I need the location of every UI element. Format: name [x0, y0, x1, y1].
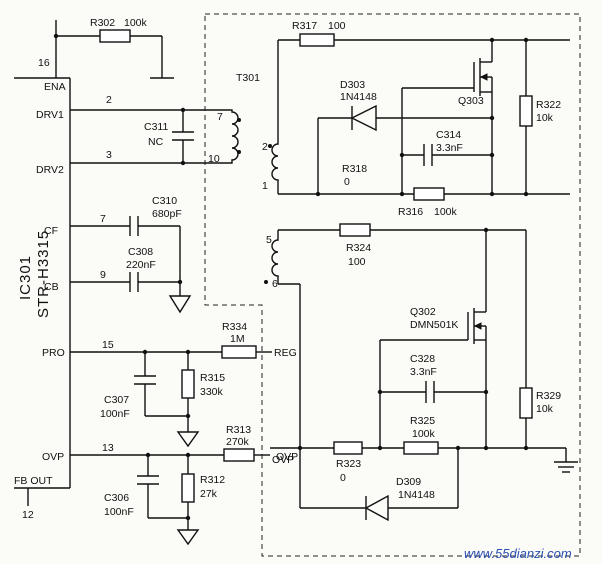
r315-val: 330k	[200, 386, 224, 398]
c308-ref: C308	[128, 246, 153, 258]
c314-ref: C314	[436, 129, 461, 141]
pin-drv1-label: DRV1	[36, 109, 64, 121]
r323-val: 0	[340, 472, 346, 484]
winding-pin-10: 10	[208, 153, 220, 165]
secondary-winding-lower	[271, 230, 279, 284]
cf-cb-net: 7 CF 9 CB C310 680pF C308 220nF	[44, 195, 192, 314]
lower-secondary: 5 6 R324 100 OVP R323 0 R325 100k	[264, 223, 578, 522]
r313-ref: R313	[226, 424, 251, 436]
r312-val: 27k	[200, 488, 218, 500]
pin-drv1-num: 2	[106, 94, 112, 106]
c307-ref: C307	[104, 394, 129, 406]
r313-val: 270k	[226, 436, 250, 448]
c328-ref: C328	[410, 353, 435, 365]
fb-net: FB OUT 12	[14, 475, 53, 521]
pin-drv2-num: 3	[106, 149, 112, 161]
d309-val: 1N4148	[398, 489, 435, 501]
r322-val: 10k	[536, 112, 554, 124]
r318-ref: R318	[342, 163, 367, 175]
pin-drv2-label: DRV2	[36, 164, 64, 176]
d303-val: 1N4148	[340, 91, 377, 103]
pin-cf-num: 7	[100, 213, 106, 225]
c310-val: 680pF	[152, 208, 182, 220]
r317-val: 100	[328, 20, 346, 32]
r322-ref: R322	[536, 99, 561, 111]
winding-pin-7: 7	[217, 111, 223, 123]
r316-ref: R316	[398, 206, 423, 218]
isolation-boundary	[204, 13, 581, 557]
c310-ref: C310	[152, 195, 177, 207]
pin-fb-num: 12	[22, 509, 34, 521]
winding-pin-1: 1	[262, 180, 268, 192]
winding-pin-6: 6	[272, 278, 278, 290]
r334-val: 1M	[230, 333, 245, 345]
c311-val: NC	[148, 136, 164, 148]
c306-val: 100nF	[104, 506, 134, 518]
secondary-winding-upper	[271, 142, 279, 194]
pin-pro-num: 15	[102, 339, 114, 351]
primary-winding	[226, 109, 239, 164]
pin-ovp-label: OVP	[42, 451, 64, 463]
pin-fb-label: FB OUT	[14, 475, 53, 487]
pin-cb-num: 9	[100, 269, 106, 281]
r317-ref: R317	[292, 20, 317, 32]
ic301: IC301 STR-H3315	[14, 77, 71, 489]
r323-ref: R323	[336, 458, 361, 470]
r324-val: 100	[348, 256, 366, 268]
c311-ref: C311	[144, 121, 168, 133]
pin-cb-label: CB	[44, 281, 59, 293]
q303-ref: Q303	[458, 95, 484, 107]
r302-val: 100k	[124, 17, 148, 29]
r312-ref: R312	[200, 474, 225, 486]
q302-ref: Q302	[410, 306, 436, 318]
c314-val: 3.3nF	[436, 142, 463, 154]
r316-val: 100k	[434, 206, 458, 218]
c308-val: 220nF	[126, 259, 156, 271]
r302-ref: R302	[90, 17, 115, 29]
pin-cf-label: CF	[44, 225, 58, 237]
q302-val: DMN501K	[410, 319, 458, 331]
net-reg-label: REG	[274, 347, 297, 359]
r318-val: 0	[344, 176, 350, 188]
r329-val: 10k	[536, 403, 554, 415]
r324-ref: R324	[346, 242, 371, 254]
d303-ref: D303	[340, 79, 365, 91]
d309-ref: D309	[396, 476, 421, 488]
drive-net: 2 DRV1 3 DRV2 C311 NC 7 10	[36, 94, 241, 176]
c307-val: 100nF	[100, 408, 130, 420]
ic-ref-label: IC301	[17, 255, 34, 300]
watermark: www.55dianzi.com	[464, 546, 572, 561]
pin-ena-num: 16	[38, 57, 50, 69]
r325-ref: R325	[410, 415, 435, 427]
r329-ref: R329	[536, 390, 561, 402]
r334-ref: R334	[222, 321, 247, 333]
pin-pro-label: PRO	[42, 347, 65, 359]
ic-part-label: STR-H3315	[35, 230, 52, 318]
c328-val: 3.3nF	[410, 366, 437, 378]
c306-ref: C306	[104, 492, 129, 504]
r315-ref: R315	[200, 372, 225, 384]
ovp-net: 13 OVP R313 270k OVP R312 27k C306 100nF	[42, 424, 298, 546]
ena-net: 16 ENA R302 100k	[38, 17, 174, 93]
net-ovp-left-label: OVP	[276, 451, 298, 463]
winding-pin-2: 2	[262, 141, 268, 153]
winding-pin-5: 5	[266, 234, 272, 246]
pin-ena-label: ENA	[44, 81, 66, 93]
net-ovp-right-label: OVP	[272, 454, 294, 466]
t301-ref: T301	[236, 72, 260, 84]
ground-symbol	[168, 295, 192, 314]
r325-val: 100k	[412, 428, 436, 440]
upper-secondary: T301 2 1 R317 100 Q303 D303	[236, 20, 570, 218]
pro-net: 15 PRO R334 1M REG R315 330k C307 100nF	[42, 321, 297, 448]
pin-ovp-num: 13	[102, 442, 114, 454]
